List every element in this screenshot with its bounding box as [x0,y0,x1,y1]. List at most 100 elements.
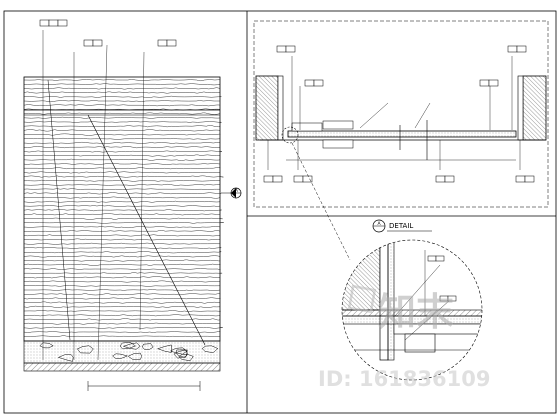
stone-piece [201,345,219,353]
grain-line [23,272,223,274]
material-tag [39,19,68,27]
grain-line [23,255,221,258]
left-wall-section [255,75,279,141]
leader-line [87,114,206,346]
wood-grain-pattern [23,79,225,338]
material-tag [304,79,324,87]
grain-line [23,318,221,321]
grain-line [23,171,221,174]
callout-letter: A [235,188,238,193]
stone-piece [178,353,194,361]
grain-line [23,305,221,308]
detail-letter: A [377,221,381,227]
detail-leader [291,142,351,261]
grain-line [23,188,220,191]
grain-line [23,116,221,119]
grain-line [23,322,221,325]
grain-line [23,158,221,161]
material-tag [293,175,313,183]
grain-line [23,179,221,182]
grain-line [23,335,221,338]
grain-line [23,331,221,333]
grain-line [23,280,220,283]
stone-piece [127,352,142,360]
grain-line [23,242,221,245]
grain-line [23,196,221,199]
door-panel-section [287,130,517,138]
track-rail [322,139,354,149]
material-tag [507,45,527,53]
stone-piece [57,354,74,362]
grain-line [23,121,222,123]
grain-line [23,200,221,203]
grain-line [23,87,221,90]
stone-piece [122,342,141,350]
watermark-logo-mark [347,284,377,314]
grain-line [23,79,221,82]
leader-line [139,51,145,331]
grain-line [23,259,221,262]
grain-line [23,238,221,241]
grain-line [23,154,221,157]
grain-line [23,112,221,115]
detail-title: DETAIL [389,222,413,230]
watermark-id-text: ID: 161836109 [318,367,490,391]
grain-line [23,297,221,300]
grain-line [23,251,222,254]
track-rail [291,122,323,132]
stone-piece [169,347,188,355]
grain-line [23,326,224,329]
grain-line [23,234,221,237]
grain-line [23,221,225,224]
sheet-border [3,10,557,414]
stone-pieces [39,342,219,362]
stone-piece [76,345,94,354]
grain-line [23,100,220,103]
grain-line [23,310,221,312]
grain-line [23,301,221,304]
detail-boundary [253,20,549,208]
grain-line [23,141,221,144]
grain-line [23,217,223,220]
grain-line [23,226,221,229]
material-tag [83,39,103,47]
detail-title-block: A DETAIL [372,219,432,233]
enlarged-detail-boundary [341,239,483,381]
grain-line [23,209,222,212]
stone-piece [112,353,129,359]
section-callout: A [221,187,242,199]
grain-line [23,213,220,216]
grain-line [23,150,223,153]
grain-line [23,129,221,132]
grain-line [23,104,221,107]
grain-line [23,276,221,279]
grain-line [23,175,224,178]
grain-line [23,247,222,249]
leader-line [97,44,108,361]
elevation-view [23,19,225,391]
grain-line [23,125,221,128]
grain-line [23,268,221,270]
grain-line [23,314,221,317]
grain-line [24,289,221,292]
material-tag [263,175,283,183]
stone-piece [156,344,172,353]
grain-line [23,133,221,136]
plan-detail-view [253,20,549,261]
material-tag [479,79,499,87]
grain-line [23,108,221,111]
panel-outline [23,76,221,342]
grain-line [23,205,221,207]
grain-line [23,146,221,149]
grain-line [23,137,221,140]
grain-line [23,263,221,266]
leader-line [47,79,71,341]
material-tag [435,175,455,183]
grain-line [23,230,221,232]
grain-line [23,293,221,296]
floor-slab [23,362,221,372]
watermark-logo-text: 知末 [378,290,454,334]
stone-piece [39,342,54,349]
stone-piece [142,343,154,350]
